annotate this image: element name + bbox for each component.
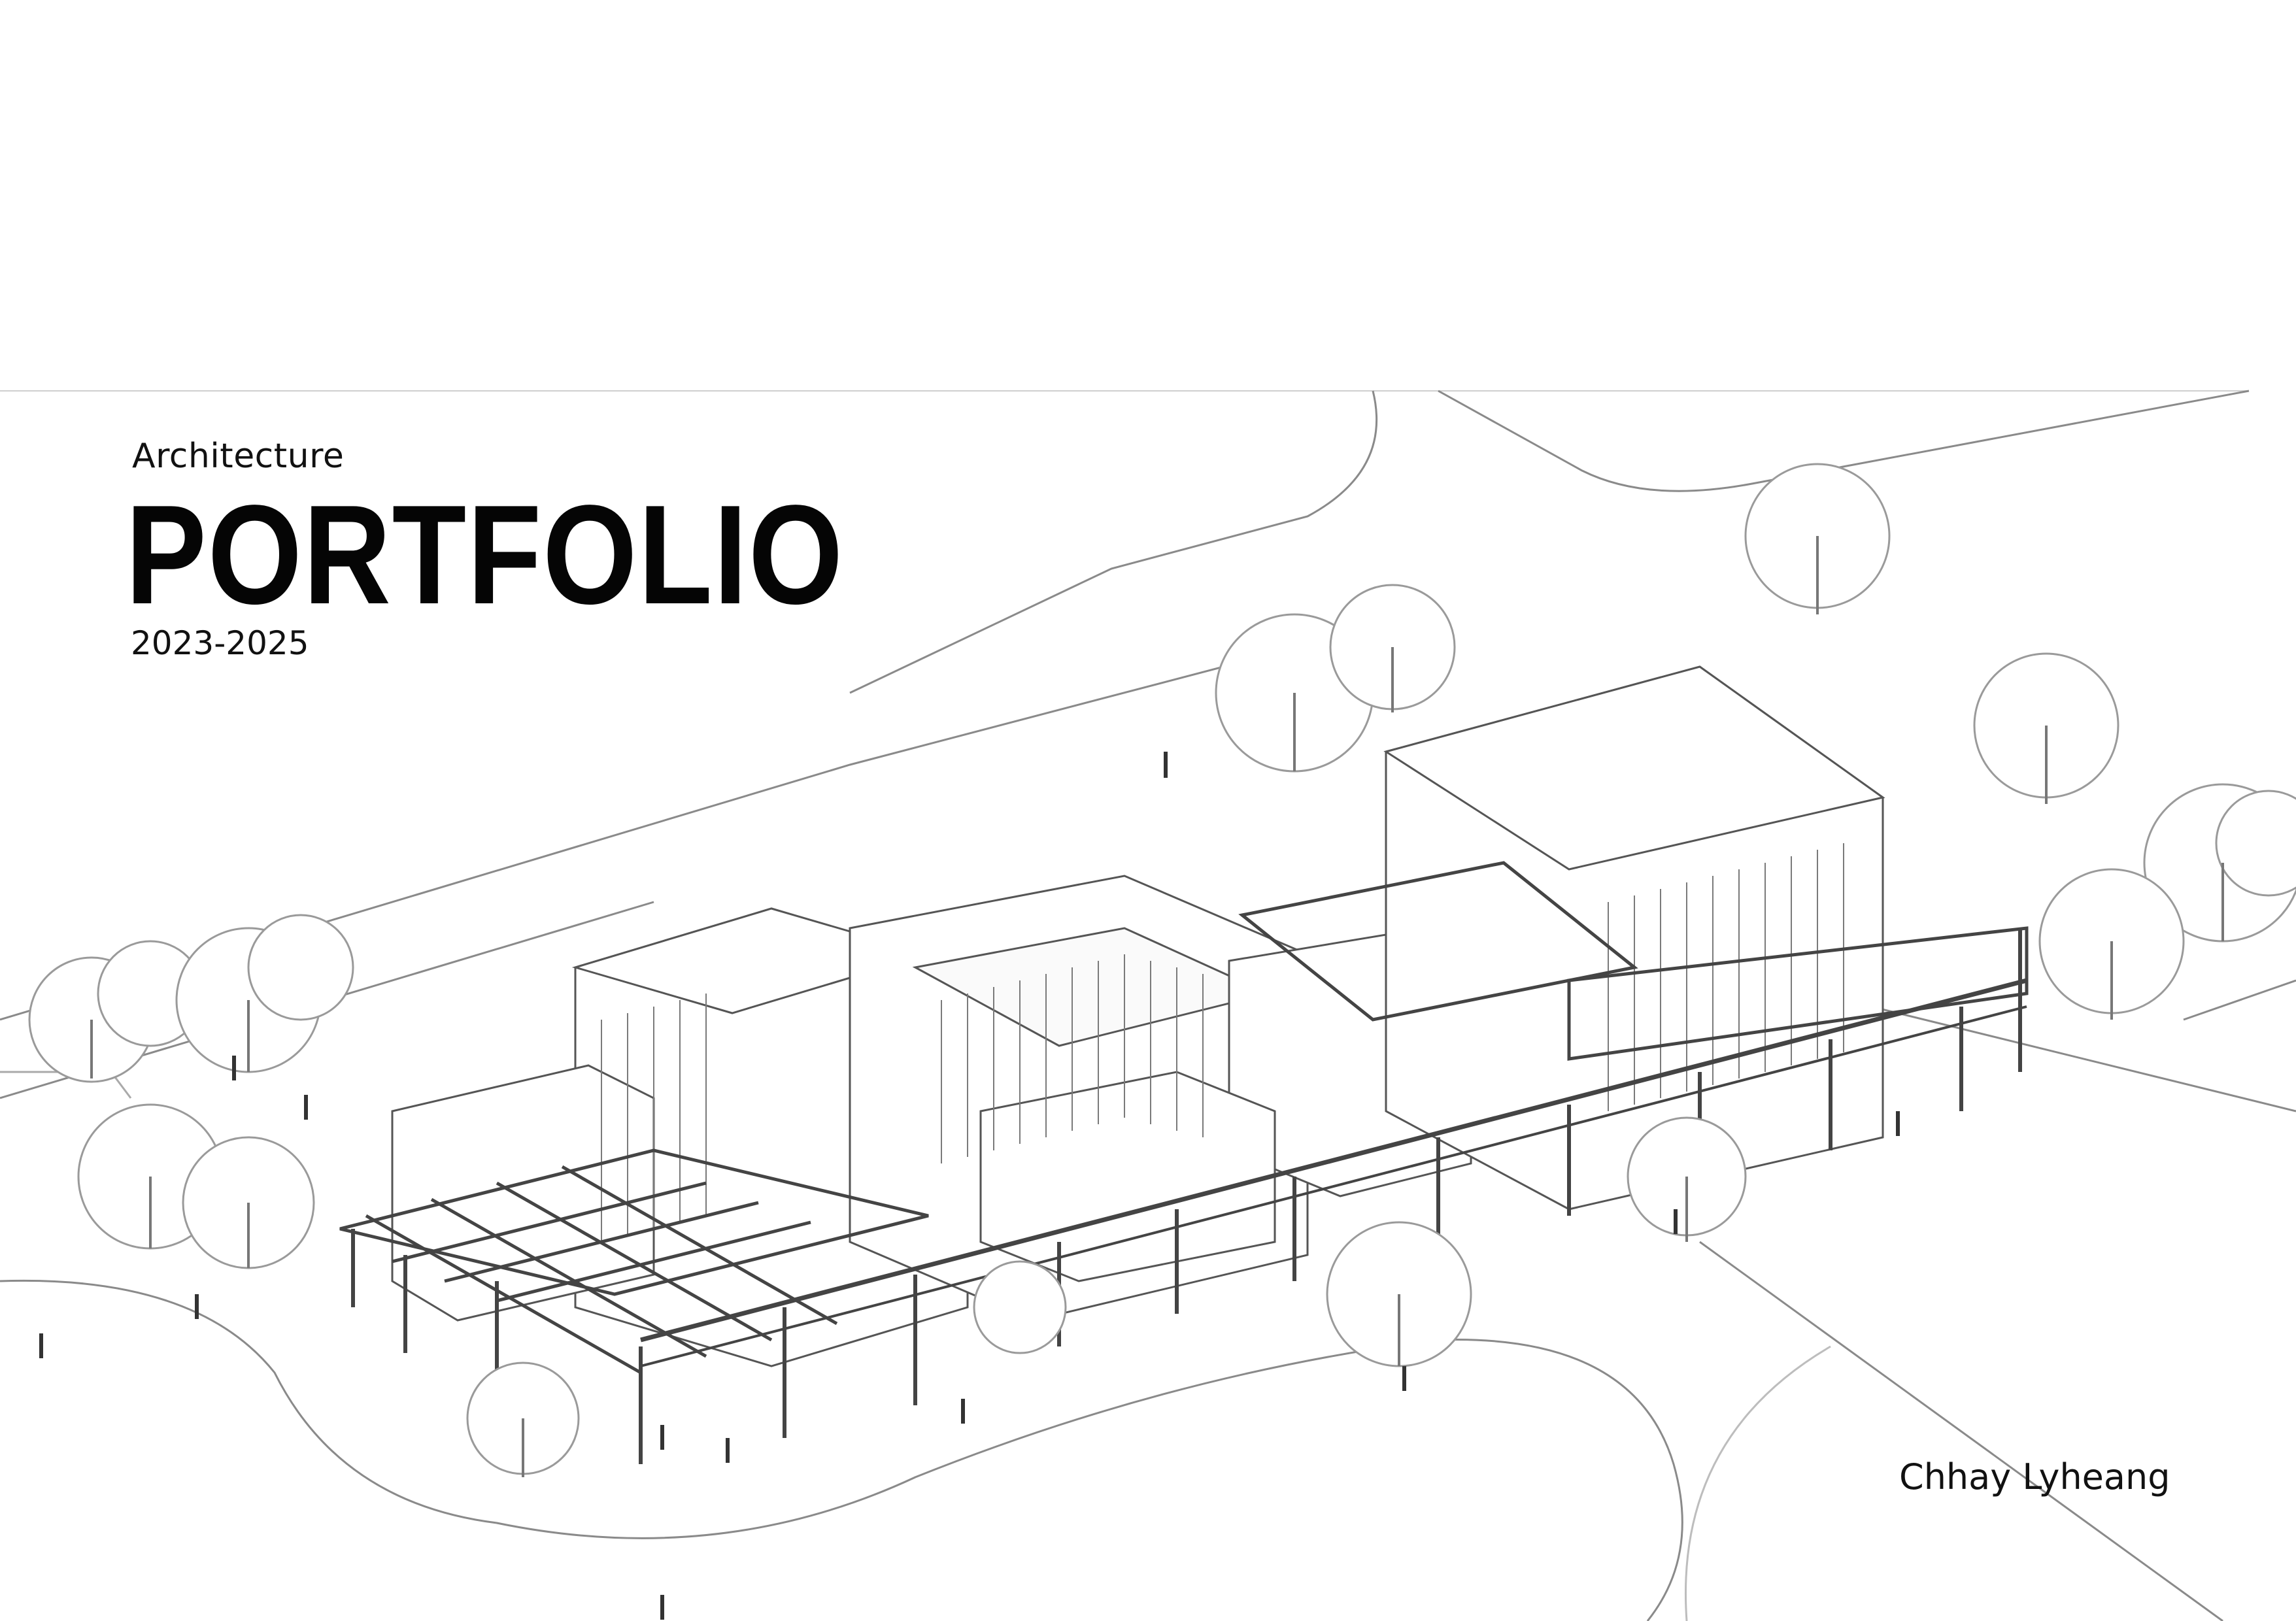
page-title: PORTFOLIO (126, 475, 845, 633)
author-name: Chhay Lyheang (1899, 1456, 2170, 1497)
cover-subtitle: Architecture (132, 437, 345, 476)
cover-years: 2023-2025 (131, 624, 309, 662)
